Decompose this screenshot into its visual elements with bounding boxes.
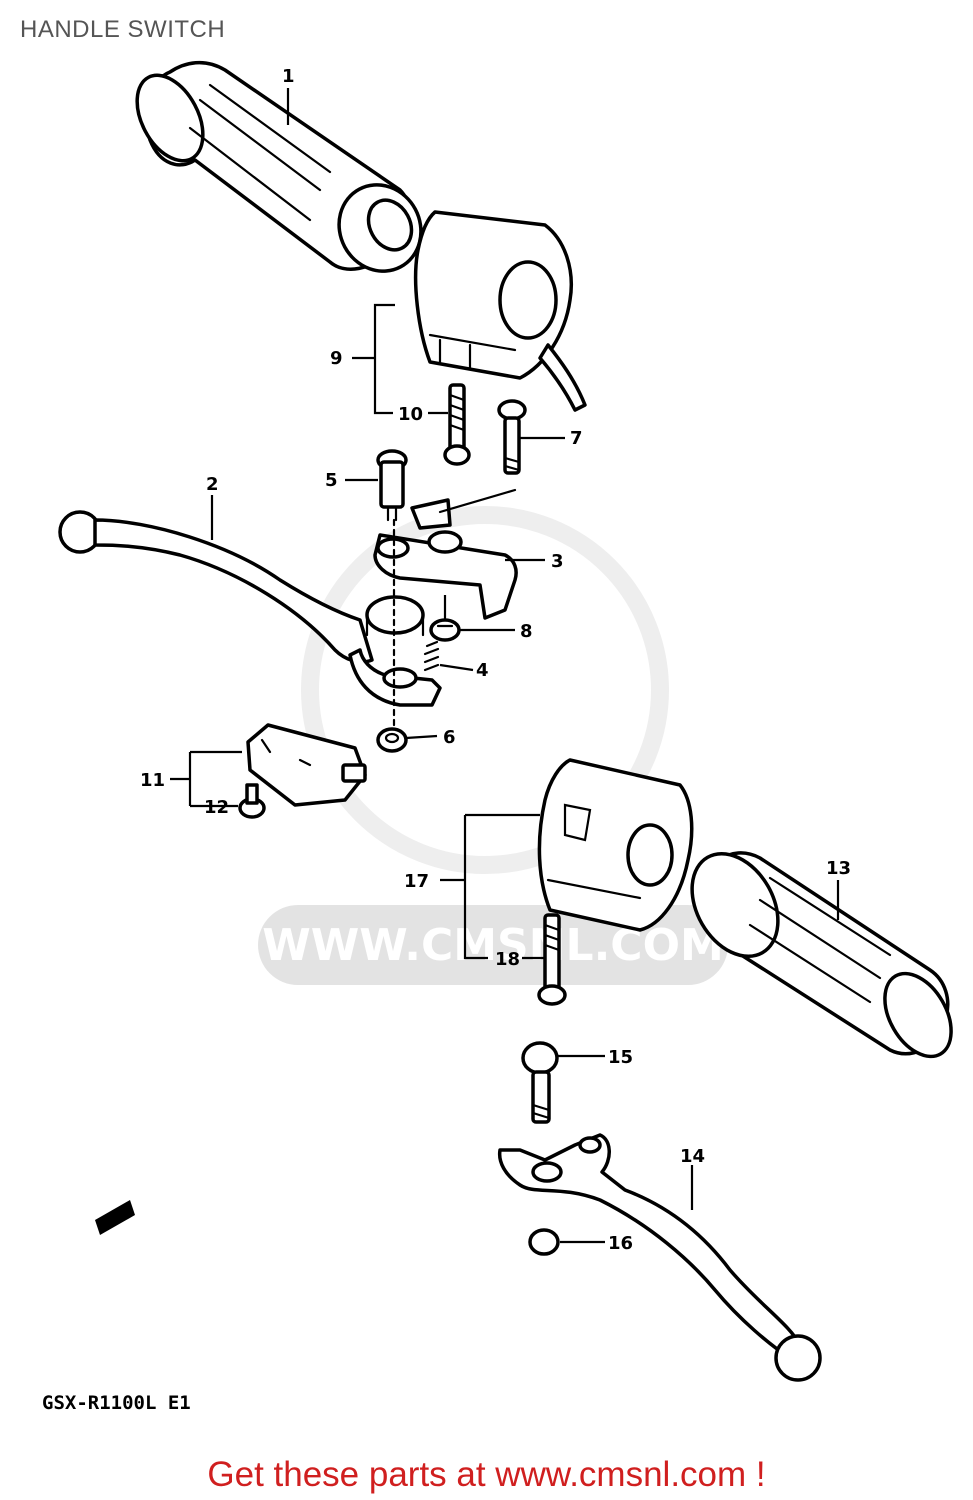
part-1-left-grip[interactable]: [124, 60, 436, 286]
part-16-nut[interactable]: [528, 1228, 560, 1256]
part-17-right-switch-housing[interactable]: [537, 758, 694, 932]
callout-3: 3: [551, 551, 564, 572]
part-9-left-switch-housing[interactable]: [413, 210, 587, 412]
part-13-right-grip[interactable]: [675, 838, 965, 1068]
callout-11: 11: [140, 770, 165, 791]
callout-2: 2: [206, 474, 219, 495]
callout-5: 5: [325, 470, 338, 491]
callout-14: 14: [680, 1146, 705, 1167]
callout-8: 8: [520, 621, 533, 642]
callout-18: 18: [495, 949, 520, 970]
watermark-text: WWW.CMSNL.COM: [262, 920, 724, 971]
callout-labels: 1 2 3 4 5 6 7 8 9 10 11 12 13 14 15 16 1…: [140, 66, 851, 1254]
part-11-clutch-switch[interactable]: [246, 723, 367, 807]
callout-7: 7: [570, 428, 583, 449]
part-14-brake-lever[interactable]: [497, 1133, 822, 1382]
callout-16: 16: [608, 1233, 633, 1254]
model-code: GSX-R1100L E1: [42, 1392, 191, 1414]
part-15-bolt[interactable]: [521, 1041, 559, 1124]
part-5-bolt[interactable]: [376, 449, 408, 522]
callout-9: 9: [330, 348, 343, 369]
part-6-nut[interactable]: [376, 727, 408, 753]
part-7-screw[interactable]: [497, 399, 527, 475]
page-title: HANDLE SWITCH: [20, 16, 226, 43]
leader-lines: [170, 88, 840, 1244]
callout-15: 15: [608, 1047, 633, 1068]
footer-link[interactable]: Get these parts at www.cmsnl.com !: [207, 1455, 766, 1494]
callout-12: 12: [204, 797, 229, 818]
part-8-nut[interactable]: [429, 618, 461, 642]
part-12-screw[interactable]: [238, 783, 266, 819]
callout-10: 10: [398, 404, 423, 425]
callout-13: 13: [826, 858, 851, 879]
callout-4: 4: [476, 660, 489, 681]
part-10-screw[interactable]: [443, 383, 471, 466]
callout-17: 17: [404, 871, 429, 892]
direction-mark-icon: [95, 1200, 135, 1235]
callout-6: 6: [443, 727, 456, 748]
part-18-screw[interactable]: [537, 913, 567, 1006]
part-4-spring[interactable]: [423, 640, 440, 672]
callout-1: 1: [282, 66, 295, 87]
